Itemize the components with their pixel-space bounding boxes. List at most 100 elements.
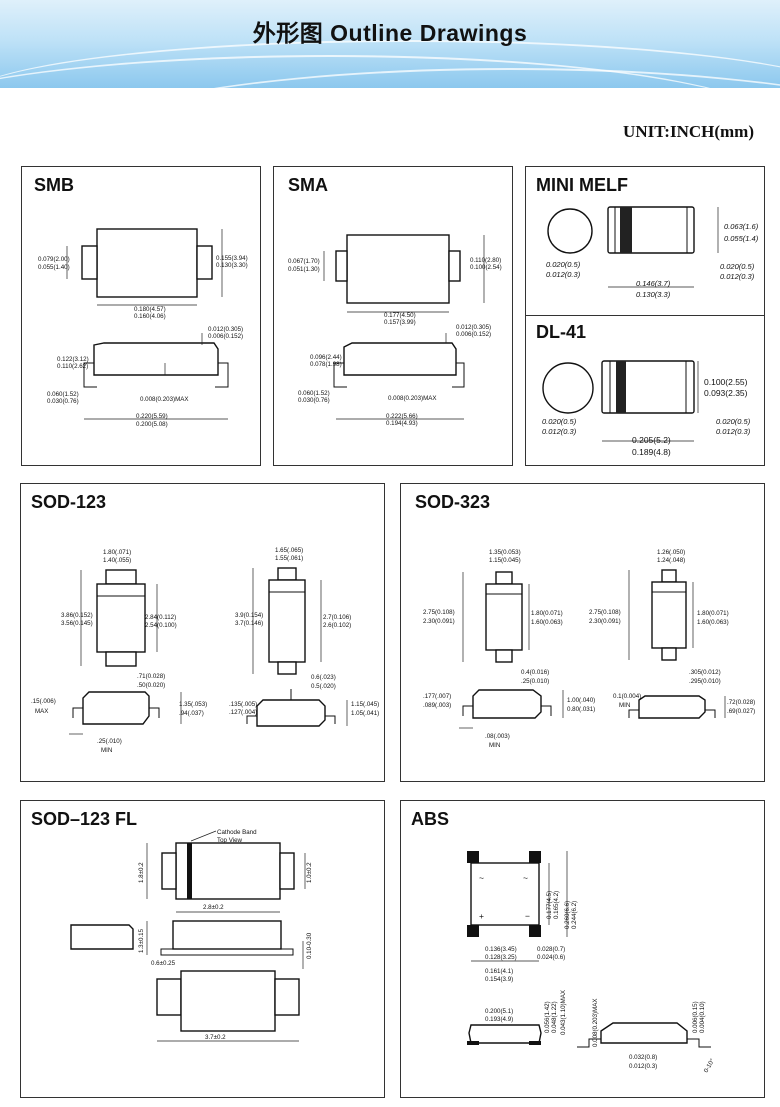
dim-label: 0.6(.023)	[311, 674, 336, 681]
sod323-body	[485, 583, 523, 651]
dim-label: 0.030(0.76)	[298, 397, 330, 404]
dim-label: 0.200(5.08)	[136, 421, 168, 428]
dim-label: 2.84(0.112)	[145, 614, 176, 621]
abs-side-body	[468, 1024, 542, 1044]
dim-label: .127(.004)	[229, 709, 257, 716]
dim-label: .25(.010)	[97, 738, 122, 745]
sod123-lead-top	[105, 569, 137, 585]
dl41-dimension-labels: 0.100(2.55) 0.093(2.35) 0.020(0.5) 0.012…	[542, 377, 751, 457]
sma-drawing: 0.067(1.70) 0.051(1.30) 0.110(2.80) 0.10…	[288, 234, 502, 427]
dim-label: MIN	[101, 747, 112, 754]
panel-title: SOD-123	[31, 492, 107, 512]
dim-label: 1.05(.041)	[351, 710, 379, 717]
dim-label: 0.060(1.52)	[298, 390, 330, 397]
dim-label: .135(.005)	[229, 701, 257, 708]
dim-label: 0.100(2.55)	[704, 377, 748, 387]
dim-label: Top View	[217, 837, 243, 844]
dim-label: 0.193(4.9)	[485, 1016, 513, 1023]
dim-label: 0.100(2.54)	[470, 264, 502, 271]
dim-label: 0.122(3.12)	[57, 356, 89, 363]
dim-label: 0.012(0.3)	[546, 270, 581, 279]
abs-end-body	[600, 1022, 688, 1044]
melf-end-circle	[547, 208, 593, 254]
dim-label: 2.8±0.2	[203, 904, 224, 911]
dim-label: 0.205(5.2)	[632, 435, 671, 445]
dim-label: 0.032(0.8)	[629, 1054, 657, 1061]
dim-label: 0.008(0.203)MAX	[388, 395, 437, 402]
panel-sma: SMA 0.067(1.70) 0.051(1.30) 0.110(2.80) …	[273, 166, 513, 466]
dim-label: 3.86(0.152)	[61, 612, 93, 619]
unit-label: UNIT:INCH(mm)	[623, 122, 754, 141]
dim-label: 0.146(3.7)	[636, 279, 671, 288]
dim-label: 0.136(3.45)	[485, 946, 517, 953]
smb-drawing: 0.079(2.00) 0.055(1.40) 0.155(3.94) 0.13…	[38, 228, 248, 428]
abs-drawing: ~ ~ + − 0.177(4.5) 0.165(4.2) 0.260(6.6)…	[467, 851, 716, 1074]
panel-title: ABS	[411, 809, 450, 829]
sod323-side-body	[472, 689, 542, 719]
dim-label: 0.1(0.004)	[613, 693, 641, 700]
panel-mini-melf: MINI MELF 0.063(1.6) 0.055(1.4) 0.020(0.…	[525, 166, 765, 318]
sod323-side-body	[638, 695, 706, 719]
dim-label: 3.9(0.154)	[235, 612, 263, 619]
dim-label: .94(.037)	[179, 710, 204, 717]
dim-label: 0.004(0.10)	[699, 1001, 706, 1033]
dim-label: 0.6±0.25	[151, 960, 176, 967]
dim-label: 1.60(0.063)	[531, 619, 563, 626]
banner-wave	[0, 55, 780, 88]
dim-label: 0.008(0.203)MAX	[592, 999, 599, 1048]
dim-label: 1.80(0.071)	[697, 610, 729, 617]
dim-label: 2.75(0.108)	[423, 609, 455, 616]
dim-label: 1.00(.040)	[567, 697, 595, 704]
sma-dimension-labels: 0.067(1.70) 0.051(1.30) 0.110(2.80) 0.10…	[288, 257, 502, 427]
fl-lead-left	[161, 852, 177, 890]
dl41-drawing: 0.100(2.55) 0.093(2.35) 0.020(0.5) 0.012…	[542, 360, 751, 457]
smb-body	[96, 228, 198, 298]
panel-sod123fl: SOD–123 FL Cathode Band Top View 1.8±0.2…	[20, 800, 385, 1098]
smb-lead-left	[81, 245, 98, 280]
abs-symbol: ~	[479, 873, 484, 883]
dim-label: 0.093(2.35)	[704, 388, 748, 398]
dim-label: 0.189(4.8)	[632, 447, 671, 457]
abs-symbol: ~	[523, 873, 528, 883]
dim-label: 0.161(4.1)	[485, 968, 513, 975]
sod323-lead-top	[495, 571, 513, 585]
melf-cathode-band	[620, 207, 632, 253]
header-banner: 外形图 Outline Drawings	[0, 0, 780, 88]
fl-bottom-body	[180, 970, 276, 1032]
dim-label: 0.012(0.3)	[542, 427, 577, 436]
dim-label: 0.079(2.00)	[38, 256, 70, 263]
dim-label: 0.154(3.9)	[485, 976, 513, 983]
dim-label: 1.60(0.063)	[697, 619, 729, 626]
sod323-dimension-labels: 1.35(0.053) 1.15(0.045) 2.75(0.108) 2.30…	[423, 549, 755, 749]
abs-symbol: +	[479, 911, 484, 921]
dim-label: 1.0±0.2	[306, 862, 313, 883]
dim-label: 2.6(0.102)	[323, 622, 351, 629]
sod123-side-body	[82, 691, 150, 725]
dim-label: 0.244(6.2)	[571, 901, 578, 929]
dim-label: MIN	[489, 742, 500, 749]
dim-label: 0.096(2.44)	[310, 354, 342, 361]
dim-label: 0.055(1.4)	[724, 234, 759, 243]
abs-lead	[529, 925, 541, 937]
dim-label: 0.020(0.5)	[720, 262, 755, 271]
dim-label: MAX	[35, 708, 48, 715]
panel-title: DL-41	[536, 322, 587, 342]
dim-label: 0.008(0.203)MAX	[140, 396, 189, 403]
dl41-end-circle	[542, 362, 594, 414]
dim-label: 0.020(0.5)	[542, 417, 577, 426]
dim-label: 0.028(0.7)	[537, 946, 565, 953]
dim-label: 2.54(0.100)	[145, 622, 177, 629]
dim-label: .25(0.010)	[521, 678, 549, 685]
dim-label: 0.060(1.52)	[47, 391, 79, 398]
abs-lead	[467, 925, 479, 937]
dim-label: .08(.003)	[485, 733, 510, 740]
dim-label: 0.260(6.6)	[564, 901, 571, 929]
sod123-body	[268, 579, 306, 663]
sma-lead-left	[335, 250, 348, 282]
minimelf-drawing: 0.063(1.6) 0.055(1.4) 0.020(0.5) 0.012(0…	[546, 206, 759, 299]
dim-label: 1.55(.061)	[275, 555, 303, 562]
dim-label: .69(0.027)	[727, 708, 755, 715]
panel-smb: SMB 0.079(2.00) 0.055(1.40) 0.155(3.94) …	[21, 166, 261, 466]
abs-dimension-labels: 0.177(4.5) 0.165(4.2) 0.260(6.6) 0.244(6…	[485, 891, 716, 1074]
dim-label: 2.30(0.091)	[589, 618, 621, 625]
